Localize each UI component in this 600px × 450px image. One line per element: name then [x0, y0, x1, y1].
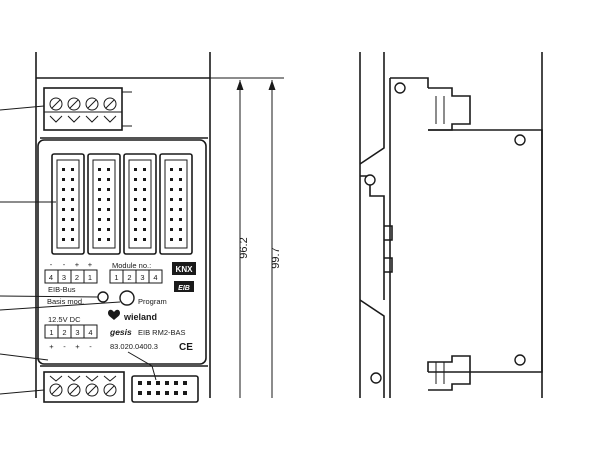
program-label: Program [138, 297, 167, 306]
mounting-hole [394, 82, 406, 94]
bus-number: 4 [49, 273, 53, 282]
dimension-inner-height: 96.2 [238, 237, 250, 258]
power-supply-group: 12.5V DC 1 2 3 4 + - + - [44, 315, 98, 351]
mounting-hole [514, 354, 526, 366]
connector-3 [123, 153, 157, 255]
eib-logo: EIB [174, 281, 194, 292]
power-label: 12.5V DC [48, 315, 81, 324]
knx-mark: KNX [176, 265, 194, 274]
top-terminal-block [43, 87, 132, 131]
bus-sign: + [75, 260, 80, 269]
dimension-outer-height: 99.7 [270, 247, 282, 268]
power-sign: + [49, 342, 54, 351]
ce-mark: CE [179, 342, 193, 353]
mounting-hole [514, 134, 526, 146]
product-prefix: gesis [109, 327, 132, 337]
knx-logo: KNX [172, 262, 196, 275]
connector-4 [159, 153, 193, 255]
power-number: 3 [75, 328, 79, 337]
connector-1 [51, 153, 85, 255]
bus-sign: - [63, 260, 66, 269]
side-view [359, 52, 543, 398]
bus-number: 3 [62, 273, 66, 282]
module-number: 3 [140, 273, 144, 282]
module-number: 1 [114, 273, 118, 282]
dimension-lines: 96.2 99.7 [210, 77, 284, 398]
eib-mark: EIB [178, 285, 190, 292]
front-view: - - + + 4 3 2 1 EIB-Bus Module no.: 1 2 … [0, 52, 211, 403]
brand-block: wieland gesis EIB RM2-BAS 83.020.0400.3 … [108, 309, 193, 353]
bus-sign: - [50, 260, 53, 269]
module-number: 2 [127, 273, 131, 282]
mounting-hole [370, 372, 382, 384]
power-sign: - [63, 342, 66, 351]
bottom-header-connector [131, 375, 199, 403]
module-number-group: Module no.: 1 2 3 4 [109, 261, 163, 284]
module-number: 4 [153, 273, 157, 282]
bus-number: 2 [75, 273, 79, 282]
module-connectors [51, 153, 193, 255]
bus-number: 1 [88, 273, 92, 282]
program-button [119, 290, 135, 306]
brand-name: wieland [123, 312, 157, 322]
basis-mod-led [97, 291, 109, 303]
connector-2 [87, 153, 121, 255]
eib-bus-label: EIB-Bus [48, 285, 76, 294]
product-name: EIB RM2-BAS [138, 328, 186, 337]
front-panel [37, 139, 207, 365]
module-label: Module no.: [112, 261, 151, 270]
power-sign: - [89, 342, 92, 351]
power-number: 1 [49, 328, 53, 337]
power-number: 2 [62, 328, 66, 337]
power-sign: + [75, 342, 80, 351]
housing-outline [35, 52, 211, 398]
bus-sign: + [88, 260, 93, 269]
wieland-logo-icon [108, 309, 120, 320]
article-number: 83.020.0400.3 [110, 342, 158, 351]
leader-lines [0, 105, 157, 395]
mounting-hole [364, 174, 376, 186]
basis-mod-label: Basis mod. [47, 297, 84, 306]
bottom-terminal-block [43, 371, 125, 403]
power-number: 4 [88, 328, 92, 337]
eib-bus-group: - - + + 4 3 2 1 EIB-Bus [44, 260, 98, 294]
